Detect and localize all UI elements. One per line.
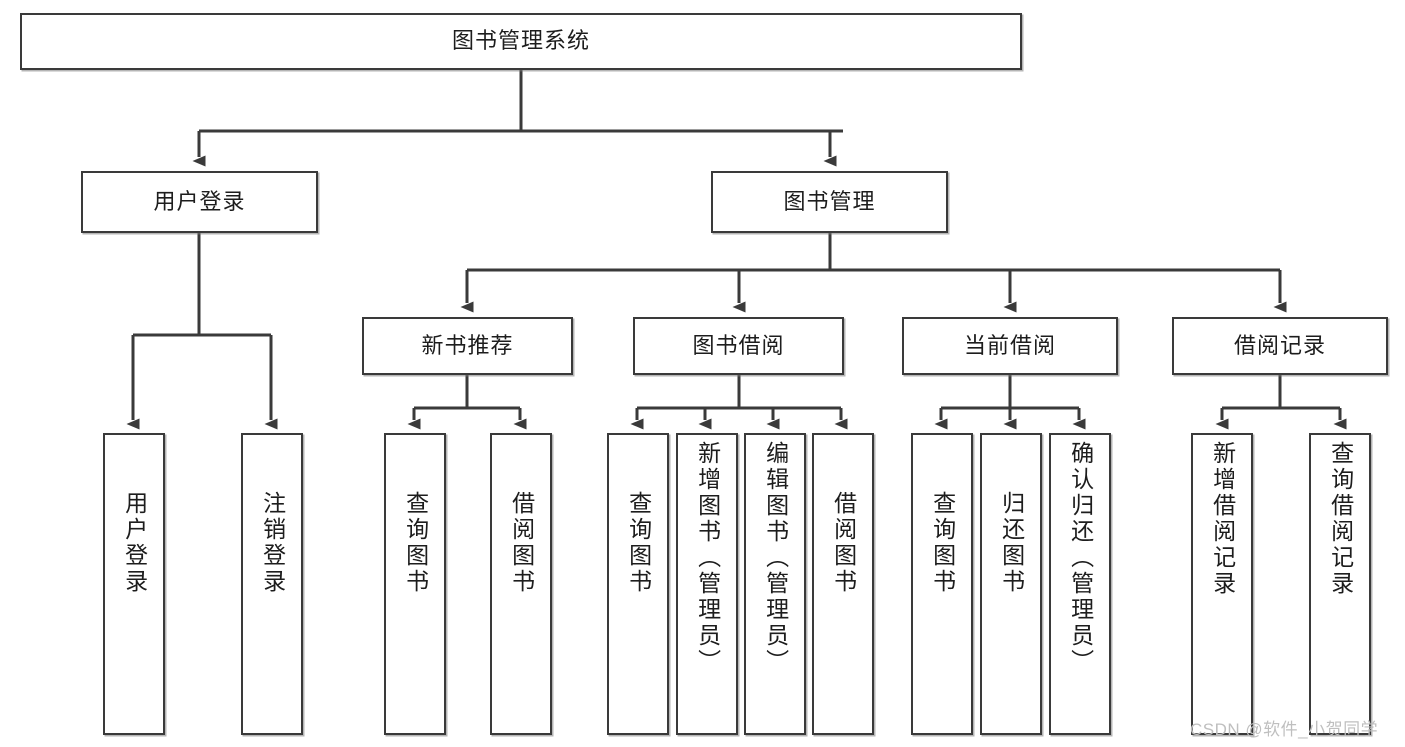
node-book-borrow-label: 图书借阅 — [692, 332, 785, 358]
node-borrow-record-label: 借阅记录 — [1233, 332, 1326, 358]
leaf-add-record-label: 新增借阅记录 — [1209, 441, 1236, 597]
leaf-logout-label: 注销登录 — [259, 491, 286, 595]
leaf-query-book-3[interactable]: 查询图书 — [911, 433, 973, 735]
node-book-manage[interactable]: 图书管理 — [711, 171, 948, 233]
leaf-edit-book[interactable]: 编辑图书（管理员） — [744, 433, 806, 735]
node-book-borrow[interactable]: 图书借阅 — [633, 317, 844, 375]
leaf-user-login-label: 用户登录 — [121, 491, 148, 595]
node-borrow-record[interactable]: 借阅记录 — [1172, 317, 1388, 375]
leaf-confirm-return-label: 确认归还（管理员） — [1067, 441, 1094, 675]
leaf-query-record[interactable]: 查询借阅记录 — [1309, 433, 1371, 735]
leaf-query-book-2[interactable]: 查询图书 — [607, 433, 669, 735]
leaf-add-book-label: 新增图书（管理员） — [694, 441, 721, 675]
leaf-add-book[interactable]: 新增图书（管理员） — [676, 433, 738, 735]
leaf-user-login[interactable]: 用户登录 — [103, 433, 165, 735]
node-root[interactable]: 图书管理系统 — [20, 13, 1022, 70]
node-current-borrow[interactable]: 当前借阅 — [902, 317, 1118, 375]
node-user-login-label: 用户登录 — [153, 188, 246, 214]
leaf-borrow-book-2[interactable]: 借阅图书 — [812, 433, 874, 735]
node-user-login[interactable]: 用户登录 — [81, 171, 318, 233]
leaf-edit-book-label: 编辑图书（管理员） — [762, 441, 789, 675]
node-current-borrow-label: 当前借阅 — [963, 332, 1056, 358]
leaf-return-book-label: 归还图书 — [998, 491, 1025, 595]
leaf-query-book-1-label: 查询图书 — [402, 491, 429, 595]
leaf-query-book-2-label: 查询图书 — [625, 491, 652, 595]
leaf-query-book-3-label: 查询图书 — [929, 491, 956, 595]
node-root-label: 图书管理系统 — [451, 28, 590, 54]
leaf-borrow-book-1-label: 借阅图书 — [508, 491, 535, 595]
csdn-watermark: CSDN @软件_小贺同学 — [1190, 720, 1379, 739]
leaf-return-book[interactable]: 归还图书 — [980, 433, 1042, 735]
leaf-add-record[interactable]: 新增借阅记录 — [1191, 433, 1253, 735]
leaf-query-book-1[interactable]: 查询图书 — [384, 433, 446, 735]
node-new-book-recommend-label: 新书推荐 — [421, 332, 514, 358]
leaf-borrow-book-1[interactable]: 借阅图书 — [490, 433, 552, 735]
node-new-book-recommend[interactable]: 新书推荐 — [362, 317, 573, 375]
node-book-manage-label: 图书管理 — [783, 188, 876, 214]
leaf-borrow-book-2-label: 借阅图书 — [830, 491, 857, 595]
leaf-query-record-label: 查询借阅记录 — [1327, 441, 1354, 597]
leaf-logout[interactable]: 注销登录 — [241, 433, 303, 735]
leaf-confirm-return[interactable]: 确认归还（管理员） — [1049, 433, 1111, 735]
